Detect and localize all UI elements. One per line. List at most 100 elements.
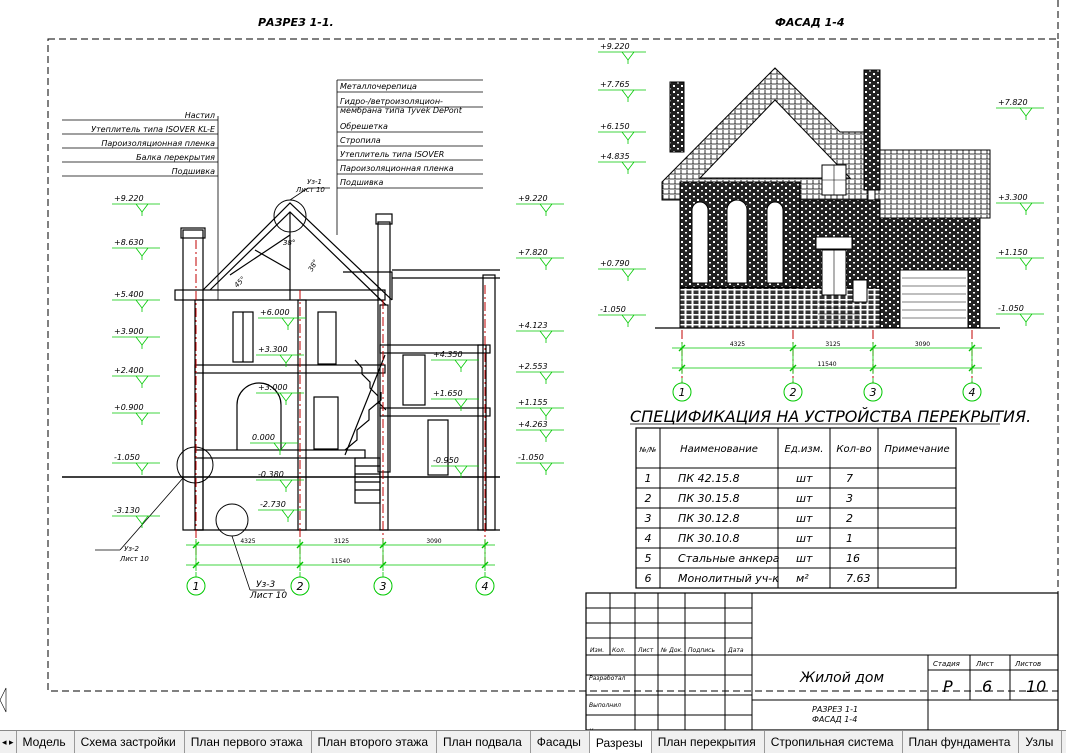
facade-level-left-mark (621, 161, 635, 171)
spec-cell: 3 (846, 492, 853, 505)
section-level-right-mark (539, 203, 553, 213)
section-level-left-mark (135, 462, 149, 472)
angle-label-1: 38° (283, 239, 295, 247)
spec-header: Ед.изм. (785, 444, 824, 455)
stamp-contents-1: РАЗРЕЗ 1-1 (812, 705, 858, 714)
legend-right-item: Гидро-/ветроизоляцион- (340, 97, 443, 106)
section-level-right-mark (539, 330, 553, 340)
facade-level-left: -1.050 (600, 305, 626, 314)
spec-cell: 7.63 (846, 572, 871, 585)
section-dim-value: 3090 (426, 538, 441, 545)
spec-header: Примечание (884, 444, 949, 455)
spec-cell: 6 (645, 572, 652, 585)
tab-scroll-arrows[interactable]: ◂ ▸ (2, 737, 14, 747)
section-level-inner-mark (281, 317, 295, 327)
section-dim-tick (481, 541, 489, 549)
stamp-header: Лист (637, 647, 654, 654)
section-level-left-mark (135, 299, 149, 309)
spec-cell: шт (796, 492, 813, 505)
facade-level-left: +7.765 (600, 80, 630, 89)
tab-8[interactable]: Стропильная система (763, 731, 902, 753)
stamp-header: № Док. (660, 647, 683, 654)
legend-right-item: Металлочерепица (340, 82, 417, 91)
section-axis-label: 4 (482, 580, 489, 593)
facade-dim-value: 3125 (825, 341, 840, 348)
facade-dim-tick (968, 364, 976, 372)
facade-title: ФАСАД 1-4 (775, 16, 845, 29)
section-dim-tick (192, 541, 200, 549)
tab-1[interactable]: Схема застройки (73, 731, 184, 753)
spec-cell: шт (796, 532, 813, 545)
section-axis-circle (373, 576, 393, 596)
legend-right-item: Пароизоляционная пленка (340, 164, 454, 173)
facade-level-left-mark (621, 131, 635, 141)
spec-cell: Монолитный уч-к (678, 572, 779, 585)
section-level-left: -1.050 (114, 453, 140, 462)
facade-axis-circle (783, 382, 803, 402)
spec-cell: шт (796, 512, 813, 525)
section-level-right-mark (539, 371, 553, 381)
section-level-inner: +1.650 (433, 389, 463, 398)
stamp-sheets: 10 (1026, 677, 1046, 696)
legend-left-item: Балка перекрытия (136, 153, 215, 162)
facade-level-right-mark (1019, 257, 1033, 267)
node1-label: Уз-1 (307, 178, 322, 186)
section-axis-circle (475, 576, 495, 596)
section-level-right: +4.123 (518, 321, 548, 330)
section-level-left-mark (135, 412, 149, 422)
tab-6[interactable]: Разрезы (588, 731, 651, 753)
tab-7[interactable]: План перекрытия (650, 731, 764, 753)
section-level-inner-mark (279, 479, 293, 489)
facade-level-left-mark (621, 314, 635, 324)
node2-label: Уз-2 (124, 545, 140, 553)
section-level-left: -3.130 (114, 506, 140, 515)
spec-title: СПЕЦИФИКАЦИЯ НА УСТРОЙСТВА ПЕРЕКРЫТИЯ. (630, 407, 1031, 426)
facade-dim-tick (869, 344, 877, 352)
section-dim-value: 4325 (240, 538, 255, 545)
legend-right-item: Утеплитель типа ISOVER (340, 150, 444, 159)
section-level-right-mark (539, 429, 553, 439)
section-dim-total: 11540 (331, 558, 350, 565)
section-level-left-mark (135, 375, 149, 385)
legend-right-item: Подшивка (340, 178, 384, 187)
spec-cell: ПК 30.15.8 (678, 492, 740, 505)
section-axis-label: 3 (380, 580, 387, 593)
title-block (585, 592, 1059, 731)
section-axis-label: 2 (297, 580, 304, 593)
section-level-left: +9.220 (114, 194, 144, 203)
tab-2[interactable]: План первого этажа (183, 731, 311, 753)
section-level-inner-mark (454, 359, 468, 369)
section-level-left: +3.900 (114, 327, 144, 336)
tab-11[interactable]: Обложка (1061, 731, 1066, 753)
tab-9[interactable]: План фундамента (901, 731, 1019, 753)
legend-right: МеталлочерепицаГидро-/ветроизоляцион-мем… (336, 79, 483, 235)
legend-right-item: мембрана типа Tyvek DePont (340, 106, 463, 115)
tab-4[interactable]: План подвала (436, 731, 530, 753)
section-level-inner-mark (454, 398, 468, 408)
section-level-right: +1.155 (518, 398, 548, 407)
tab-5[interactable]: Фасады (529, 731, 589, 753)
legend-right-item: Стропила (340, 136, 381, 145)
tab-3[interactable]: План второго этажа (310, 731, 436, 753)
section-dim-tick (379, 541, 387, 549)
section-level-right: -1.050 (518, 453, 544, 462)
legend-left-item: Пароизоляционная пленка (101, 139, 215, 148)
facade-axis-label: 4 (969, 386, 976, 399)
facade-axis-circle (962, 382, 982, 402)
facade-level-marks: +9.220+7.765+6.150+4.835+0.790-1.050+7.8… (598, 42, 1044, 327)
stamp-header: Подпись (688, 647, 715, 654)
spec-cell: 1 (645, 472, 652, 485)
angle-label-3: 38° (307, 258, 320, 273)
tab-10[interactable]: Узлы (1018, 731, 1061, 753)
tab-0[interactable]: Модель (15, 731, 74, 753)
spec-cell: 16 (846, 552, 860, 565)
section-level-right-mark (539, 407, 553, 417)
facade-level-left: +4.835 (600, 152, 630, 161)
